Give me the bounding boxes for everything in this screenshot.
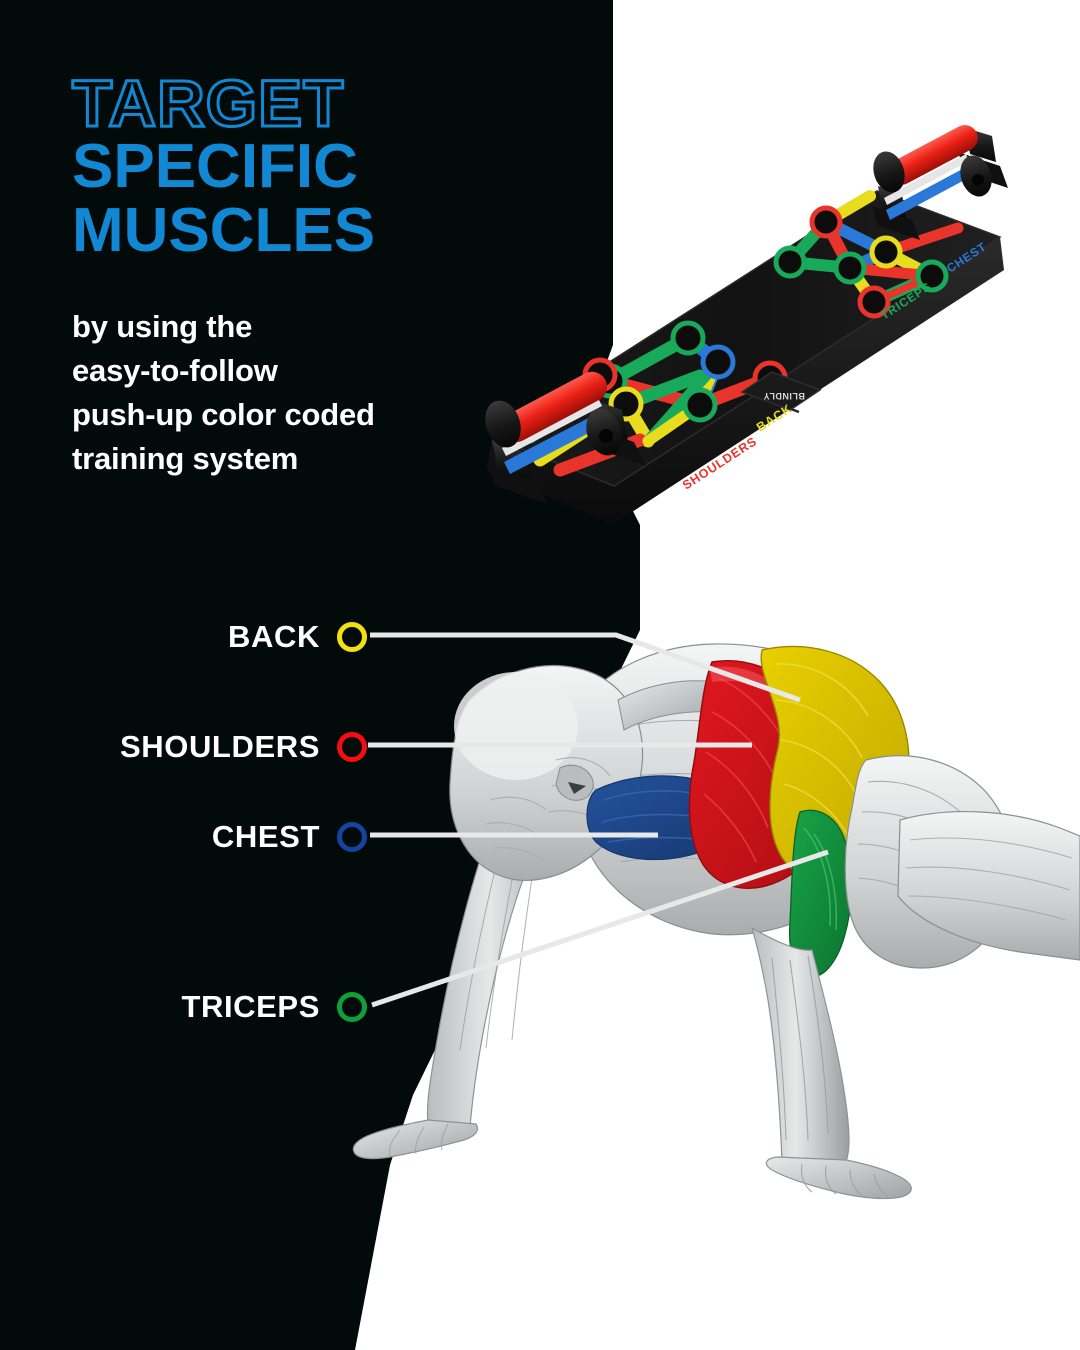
near-hand <box>765 1156 912 1200</box>
headline-line-muscles: MUSCLES <box>72 195 376 265</box>
subcopy-line-4: training system <box>72 441 299 477</box>
legend-item-shoulders: SHOULDERS <box>0 729 367 765</box>
legend-label-chest: CHEST <box>211 819 320 854</box>
legend-ring-marker-back <box>337 622 367 652</box>
eye-socket <box>555 764 594 801</box>
legend-item-chest: CHEST <box>0 819 367 855</box>
legend-item-back: BACK <box>0 619 367 655</box>
headline-line-specific: SPECIFIC <box>72 132 358 202</box>
hip-mass <box>897 811 1080 961</box>
headline-line-target: TARGET <box>71 66 345 140</box>
legend-ring-marker-chest <box>337 822 367 852</box>
legend-ring-marker-shoulders <box>337 732 367 762</box>
eye-shadow <box>568 782 586 794</box>
subcopy-line-3: push-up color coded <box>72 397 375 433</box>
legend-item-triceps: TRICEPS <box>0 989 367 1025</box>
legend-label-back: BACK <box>228 619 320 654</box>
subcopy-line-2: easy-to-follow <box>72 353 278 389</box>
far-hand <box>352 1119 479 1160</box>
subcopy-block: by using the easy-to-follow push-up colo… <box>72 305 472 481</box>
legend-ring-marker-triceps <box>337 992 367 1022</box>
headline-block: TARGET SPECIFIC MUSCLES <box>71 66 492 265</box>
subcopy-line-1: by using the <box>72 309 253 344</box>
legend-label-triceps: TRICEPS <box>181 989 320 1024</box>
skull-highlight <box>454 672 578 780</box>
legend-label-shoulders: SHOULDERS <box>119 729 320 764</box>
